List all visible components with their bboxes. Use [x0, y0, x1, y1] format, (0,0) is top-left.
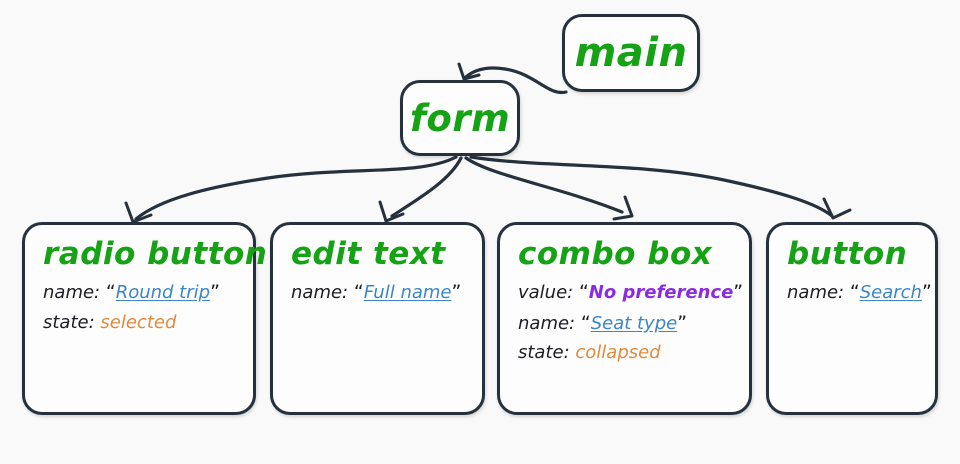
quote-close: ”: [921, 281, 932, 303]
property-value: Full name: [363, 282, 452, 303]
node-main[interactable]: main: [562, 14, 700, 92]
property-row: state: selected: [43, 310, 239, 336]
node-combo-box[interactable]: combo box value: “No preference”name: “S…: [497, 222, 752, 415]
node-main-title: main: [574, 30, 688, 76]
quote-close: ”: [733, 281, 744, 303]
property-key: name:: [43, 282, 106, 303]
property-key: name:: [518, 312, 581, 334]
node-edit-text-title: edit text: [291, 236, 446, 272]
node-form-title: form: [409, 96, 511, 140]
node-radio-button[interactable]: radio button name: “Round trip” state: se…: [22, 222, 268, 415]
arrowhead-form-to-edit-text: [378, 200, 405, 223]
property-row: name: “Search”: [787, 279, 932, 307]
property-value: selected: [100, 311, 177, 333]
property-value: Seat type: [590, 312, 678, 334]
arrowhead-form-to-radio-button: [124, 201, 153, 224]
quote-open: “: [580, 311, 591, 334]
quote-open: “: [578, 281, 589, 303]
property-row: name: “Seat type”: [518, 310, 735, 338]
node-edit-text-props: name: “Full name”: [289, 279, 468, 307]
quote-open: “: [105, 281, 116, 303]
property-value: No preference: [588, 282, 734, 303]
property-row: name: “Round trip”: [43, 279, 239, 307]
node-radio-button-props: name: “Round trip” state: selected: [41, 279, 239, 336]
arrowhead-form-to-combo-box: [612, 195, 634, 221]
quote-open: “: [353, 281, 364, 303]
edge-form-to-edit-text: [390, 156, 463, 218]
property-key: state:: [518, 342, 576, 364]
arrowhead-form-to-button: [822, 197, 852, 220]
property-row: state: collapsed: [518, 340, 735, 366]
quote-close: ”: [210, 281, 220, 303]
node-form[interactable]: form: [400, 80, 520, 156]
edge-form-to-combo-box: [464, 156, 624, 214]
edge-form-to-radio-button: [134, 155, 458, 221]
node-edit-text[interactable]: edit text name: “Full name”: [270, 222, 485, 415]
property-row: name: “Full name”: [291, 279, 468, 307]
node-button-props: name: “Search”: [785, 279, 932, 307]
property-value: Search: [859, 282, 922, 303]
property-row: value: “No preference”: [518, 279, 743, 307]
quote-close: ”: [677, 311, 688, 334]
property-key: name:: [291, 282, 354, 303]
property-value: collapsed: [575, 342, 661, 364]
node-combo-box-props: value: “No preference”name: “Seat type”s…: [516, 279, 743, 366]
quote-close: ”: [451, 281, 462, 303]
property-key: name:: [787, 282, 850, 303]
node-button[interactable]: button name: “Search”: [766, 222, 938, 415]
property-key: state:: [43, 311, 101, 333]
edge-form-to-button: [469, 155, 834, 218]
node-button-title: button: [787, 236, 908, 272]
quote-open: “: [849, 281, 860, 303]
node-radio-button-title: radio button: [43, 236, 268, 272]
node-combo-box-title: combo box: [518, 236, 713, 272]
property-value: Round trip: [115, 282, 211, 303]
arrowhead-main-to-form: [457, 62, 481, 81]
property-key: value:: [518, 282, 579, 303]
